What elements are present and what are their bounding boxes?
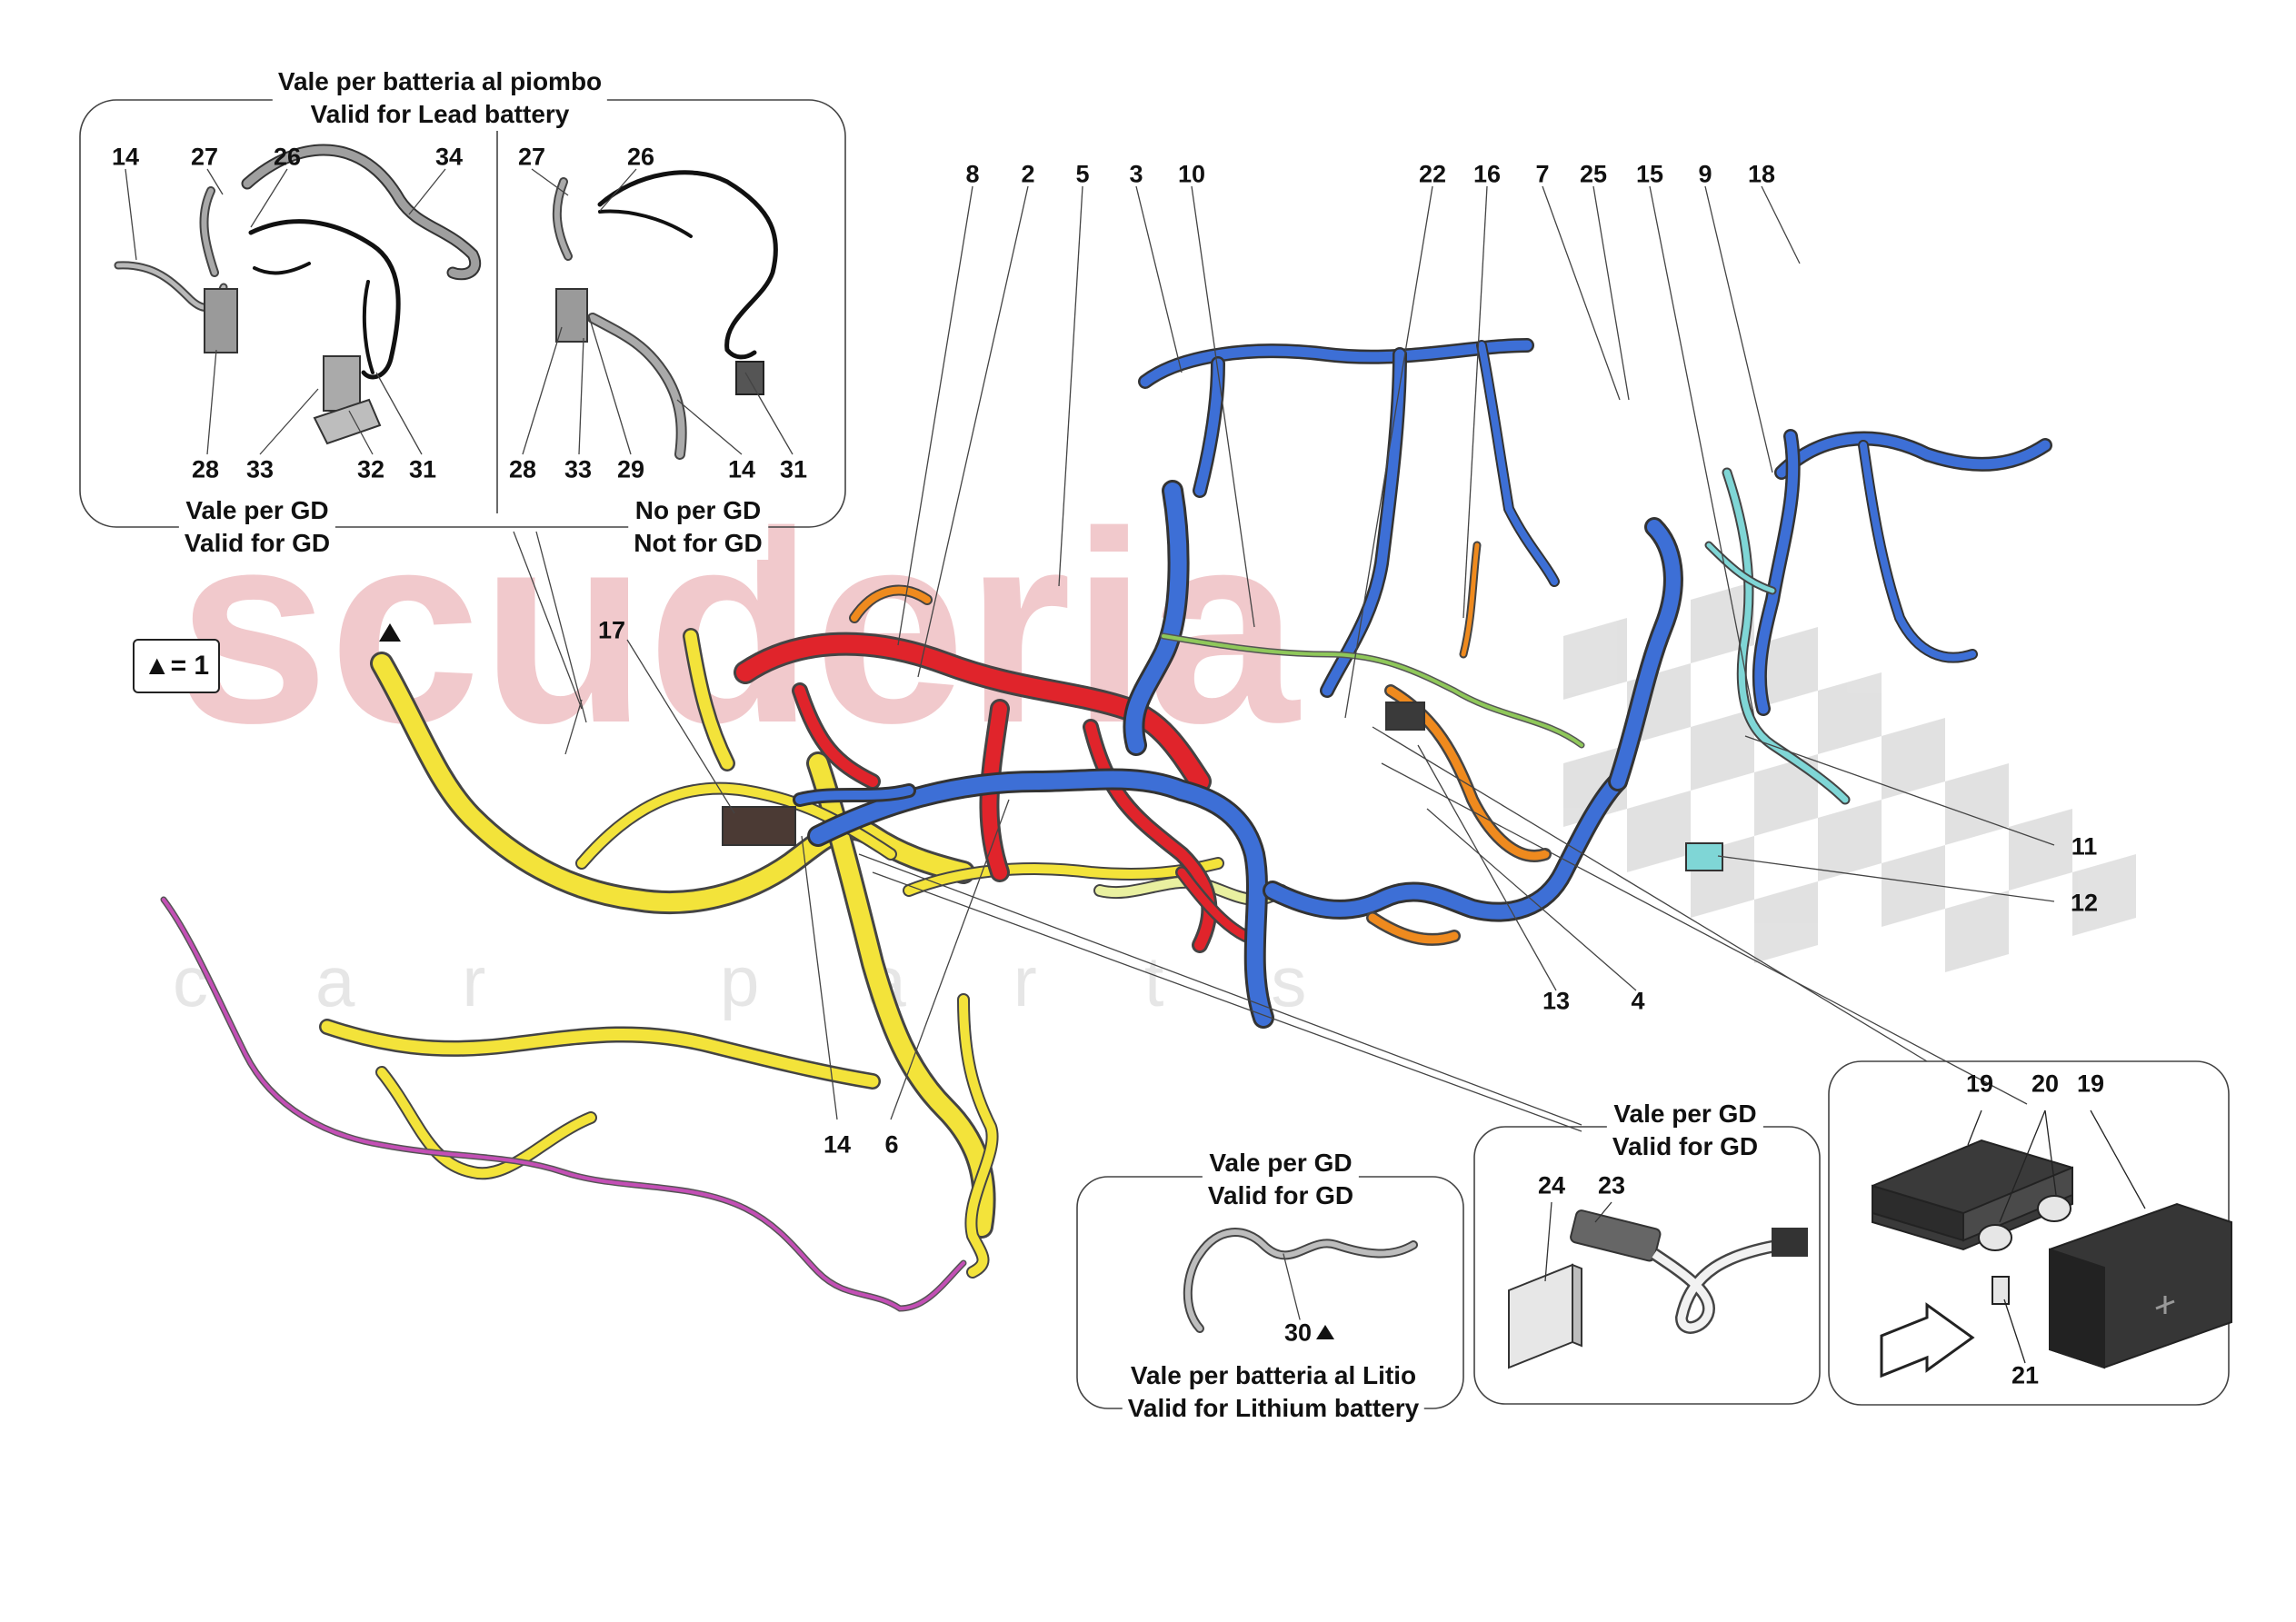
legend-box: ▲= 1 [133,639,220,693]
harness-magenta [160,896,967,1312]
gd-cable-sketch [1183,1228,1418,1339]
callout-label: 3 [1129,160,1143,188]
gd-connector-sketch [1508,1201,1808,1369]
callout-label: 26 [626,143,655,171]
battery-sketch [1872,1110,2232,1378]
callout-label: 6 [884,1130,899,1159]
lead-battery-cables [114,144,778,460]
harness-cyan [1704,467,1851,805]
callout-label: 33 [245,455,275,483]
callout-label: 21 [2011,1361,2040,1389]
callout-label: 14 [823,1130,852,1159]
callout-label: 24 [1537,1171,1566,1199]
callout-label: 22 [1418,160,1447,188]
harness-blocks [722,702,1723,871]
callout-label: 20 [2031,1070,2060,1098]
callout-label: 31 [408,455,437,483]
checkered-flag-watermark [1563,582,2136,972]
callout-label: 29 [616,455,645,483]
callout-label: 14 [727,455,756,483]
callout-label: 9 [1698,160,1712,188]
callout-label: 30 [1283,1318,1313,1347]
fuse-box [722,806,796,846]
callout-label: 14 [111,143,140,171]
watermark-sub: car parts [173,941,1414,1021]
control-module [1685,842,1723,871]
main-leaders [513,185,2055,1132]
callout-label: 7 [1535,160,1550,188]
callout-label: 2 [1021,160,1035,188]
harness-red [734,632,1252,953]
callout-label: 23 [1597,1171,1626,1199]
callout-label: 16 [1472,160,1502,188]
callout-label: 17 [597,616,626,644]
relay-block [1385,702,1425,731]
callout-label: 31 [779,455,808,483]
callout-label: 8 [965,160,980,188]
lead-inset-leaders [125,168,794,455]
callout-label: 5 [1075,160,1090,188]
callout-label: 4 [1631,987,1645,1015]
harness-blue [793,338,2052,1029]
callout-label: 26 [273,143,302,171]
arrow-icon [1880,1302,1975,1378]
callout-label: 25 [1579,160,1608,188]
callout-label: 27 [517,143,546,171]
callout-label: 18 [1747,160,1776,188]
callout-label: 28 [508,455,537,483]
callout-label: 10 [1177,160,1206,188]
harness-green [1160,632,1585,749]
callout-label: 11 [2071,832,2098,861]
callout-label: 19 [1965,1070,1994,1098]
callout-label: 12 [2070,889,2099,917]
callout-label: 19 [2076,1070,2105,1098]
callout-label: 28 [191,455,220,483]
triangle-marker-icon [379,623,401,642]
triangle-marker-icon [1316,1325,1334,1339]
callout-label: 27 [190,143,219,171]
callout-label: 33 [564,455,593,483]
callout-label: 34 [434,143,464,171]
inset-gd-connector-frame [1473,1126,1821,1405]
callout-label: 13 [1542,987,1571,1015]
callout-label: 15 [1635,160,1664,188]
callout-label: 32 [356,455,385,483]
